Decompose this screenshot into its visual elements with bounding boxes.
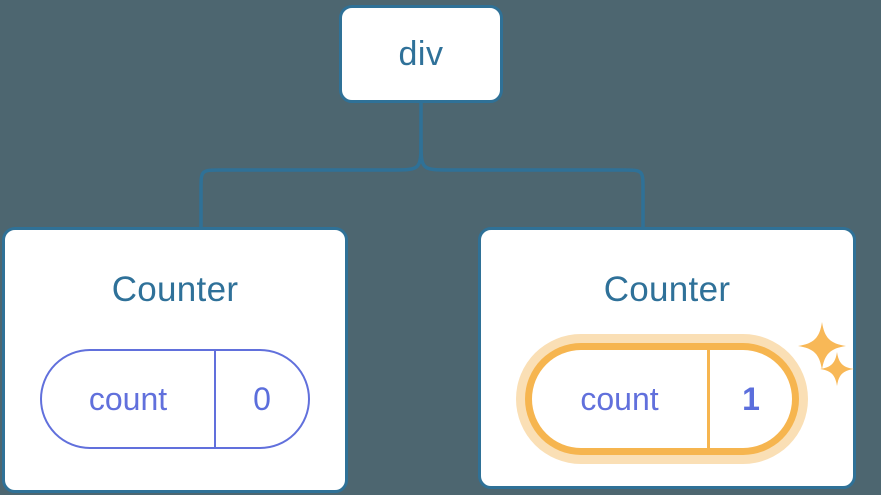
- counter-right-title: Counter: [603, 270, 731, 309]
- node-div[interactable]: div: [339, 5, 503, 103]
- state-pill-count-left[interactable]: count 0: [40, 349, 310, 449]
- sparkle-four-point-small-icon: [820, 352, 854, 386]
- sparkle-four-point-icon: [798, 322, 846, 370]
- state-pill-value-right: 1: [742, 381, 760, 417]
- state-pill-value-left: 0: [253, 381, 271, 417]
- state-pill-key-left: count: [42, 351, 216, 447]
- state-pill-key-right: count: [532, 350, 710, 448]
- counter-left-title: Counter: [111, 270, 239, 309]
- state-pill-count-right-highlighted[interactable]: count 1: [516, 334, 808, 464]
- state-pill-body-right: count 1: [532, 350, 792, 448]
- node-div-label: div: [398, 35, 444, 73]
